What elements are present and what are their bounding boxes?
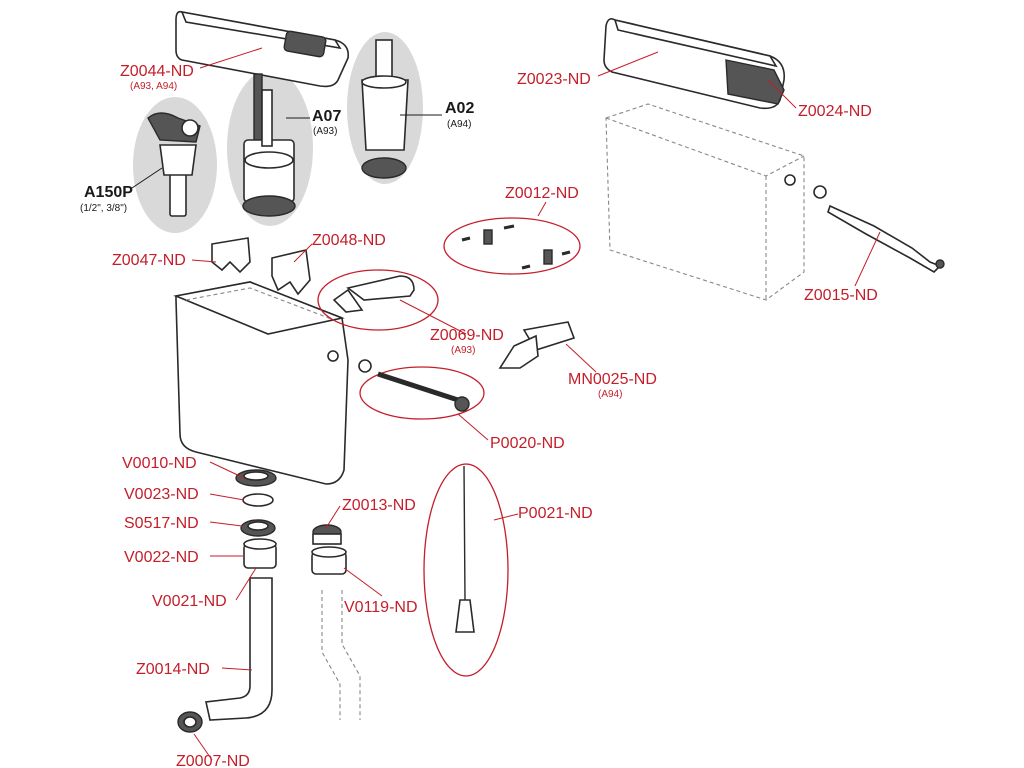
clip-z0048 bbox=[271, 249, 311, 296]
tank-outline-right bbox=[605, 103, 827, 301]
label-a150p: A150P bbox=[84, 184, 133, 201]
label-z0015: Z0015-ND bbox=[804, 287, 878, 304]
small-parts-z0012 bbox=[461, 224, 571, 270]
label-mn0025: MN0025-ND bbox=[568, 371, 657, 388]
sleeve-v0022 bbox=[243, 538, 277, 569]
label-a02: A02 bbox=[445, 100, 474, 117]
z0069-group-ring bbox=[317, 269, 439, 331]
flush-valve-a07 bbox=[242, 73, 296, 217]
label-v0119: V0119-ND bbox=[344, 599, 418, 616]
label-s0517: S0517-ND bbox=[124, 515, 199, 532]
button-z0024 bbox=[725, 59, 785, 105]
label-z0044: Z0044-ND bbox=[120, 63, 194, 80]
nut-s0517 bbox=[240, 519, 276, 537]
cable-p0021 bbox=[455, 465, 475, 633]
cistern-tank bbox=[173, 281, 372, 485]
button-z0069 bbox=[332, 275, 415, 313]
label-z0024: Z0024-ND bbox=[798, 103, 872, 120]
label-a07: A07 bbox=[312, 108, 341, 125]
label-v0023: V0023-ND bbox=[124, 486, 199, 503]
rod-p0020 bbox=[377, 371, 470, 412]
label-z0013: Z0013-ND bbox=[342, 497, 416, 514]
seal-z0007 bbox=[177, 711, 203, 733]
pipe-v0021-z0014 bbox=[205, 577, 273, 721]
sublabel-a02: (A94) bbox=[447, 119, 471, 130]
p0021-group-ring bbox=[423, 463, 509, 677]
label-z0014: Z0014-ND bbox=[136, 661, 210, 678]
sublabel-a07: (A93) bbox=[313, 126, 337, 137]
pipe-outline-middle bbox=[321, 590, 361, 720]
p0020-group-ring bbox=[359, 366, 485, 420]
sublabel-mn0025: (A94) bbox=[598, 389, 622, 400]
label-v0022: V0022-ND bbox=[124, 549, 199, 566]
label-p0020: P0020-ND bbox=[490, 435, 565, 452]
clip-z0047 bbox=[211, 237, 251, 274]
label-v0021: V0021-ND bbox=[152, 593, 227, 610]
lever-mn0025 bbox=[498, 321, 576, 369]
fill-valve-a150p bbox=[147, 112, 201, 217]
lever-arm-z0015 bbox=[827, 204, 945, 274]
sublabel-z0044: (A93, A94) bbox=[130, 81, 177, 92]
sublabel-a150p: (1/2", 3/8") bbox=[80, 203, 127, 214]
label-z0012: Z0012-ND bbox=[505, 185, 579, 202]
seal-v0010 bbox=[235, 469, 277, 487]
lid-z0044 bbox=[175, 10, 350, 88]
label-z0048: Z0048-ND bbox=[312, 232, 386, 249]
leader-lines bbox=[131, 47, 881, 761]
label-z0069: Z0069-ND bbox=[430, 327, 504, 344]
label-z0023: Z0023-ND bbox=[517, 71, 591, 88]
z0012-group-ring bbox=[443, 217, 581, 275]
nut-z0013 bbox=[312, 524, 342, 545]
label-z0007: Z0007-ND bbox=[176, 753, 250, 768]
sleeve-v0119 bbox=[311, 546, 347, 575]
label-p0021: P0021-ND bbox=[518, 505, 593, 522]
label-z0047: Z0047-ND bbox=[112, 252, 186, 269]
label-v0010: V0010-ND bbox=[122, 455, 197, 472]
sublabel-z0069: (A93) bbox=[451, 345, 475, 356]
flush-valve-a02 bbox=[361, 39, 409, 179]
ring-v0023 bbox=[242, 493, 274, 507]
